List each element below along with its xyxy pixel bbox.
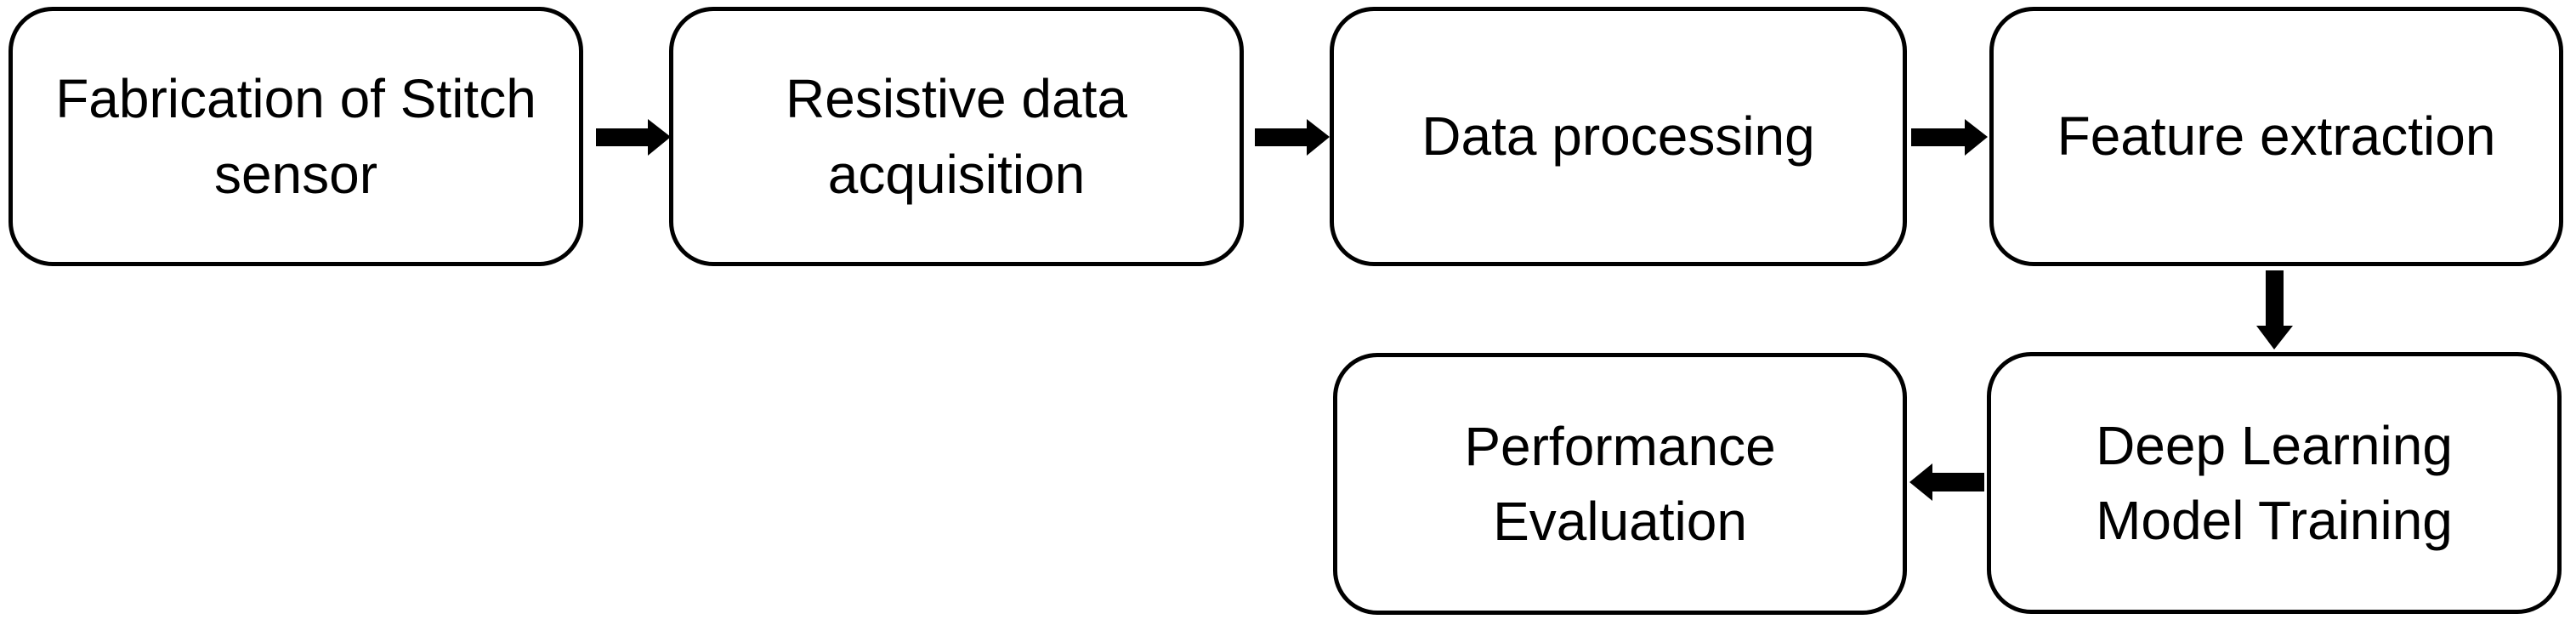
node-performance-evaluation: Performance Evaluation bbox=[1333, 353, 1907, 615]
edge-feature-to-training-arrow-down-icon bbox=[2256, 270, 2293, 349]
node-deep-learning-model-training: Deep Learning Model Training bbox=[1987, 352, 2562, 614]
edge-fabrication-to-acquisition-arrow-right-icon bbox=[596, 119, 671, 156]
node-feature-extraction: Feature extraction bbox=[1989, 7, 2563, 266]
edge-acquisition-to-processing-arrow-right-icon bbox=[1255, 119, 1330, 156]
node-label: Data processing bbox=[1421, 105, 1815, 168]
node-label: Performance Evaluation bbox=[1464, 415, 1776, 552]
node-label: Deep Learning Model Training bbox=[2096, 414, 2453, 551]
node-label: Fabrication of Stitch sensor bbox=[55, 68, 536, 205]
node-label: Feature extraction bbox=[2057, 105, 2496, 168]
node-data-processing: Data processing bbox=[1330, 7, 1907, 266]
node-label: Resistive data acquisition bbox=[786, 68, 1127, 205]
node-resistive-data-acquisition: Resistive data acquisition bbox=[669, 7, 1244, 266]
node-fabrication-of-stitch-sensor: Fabrication of Stitch sensor bbox=[9, 7, 583, 266]
edge-training-to-evaluation-arrow-left-icon bbox=[1909, 463, 1984, 501]
edge-processing-to-feature-arrow-right-icon bbox=[1911, 119, 1988, 156]
